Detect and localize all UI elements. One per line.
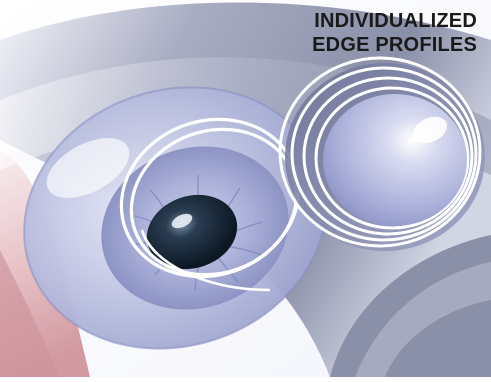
headline: INDIVIDUALIZED EDGE PROFILES (247, 9, 477, 57)
headline-line-1: INDIVIDUALIZED (247, 9, 477, 33)
headline-line-2: EDGE PROFILES (247, 33, 477, 57)
